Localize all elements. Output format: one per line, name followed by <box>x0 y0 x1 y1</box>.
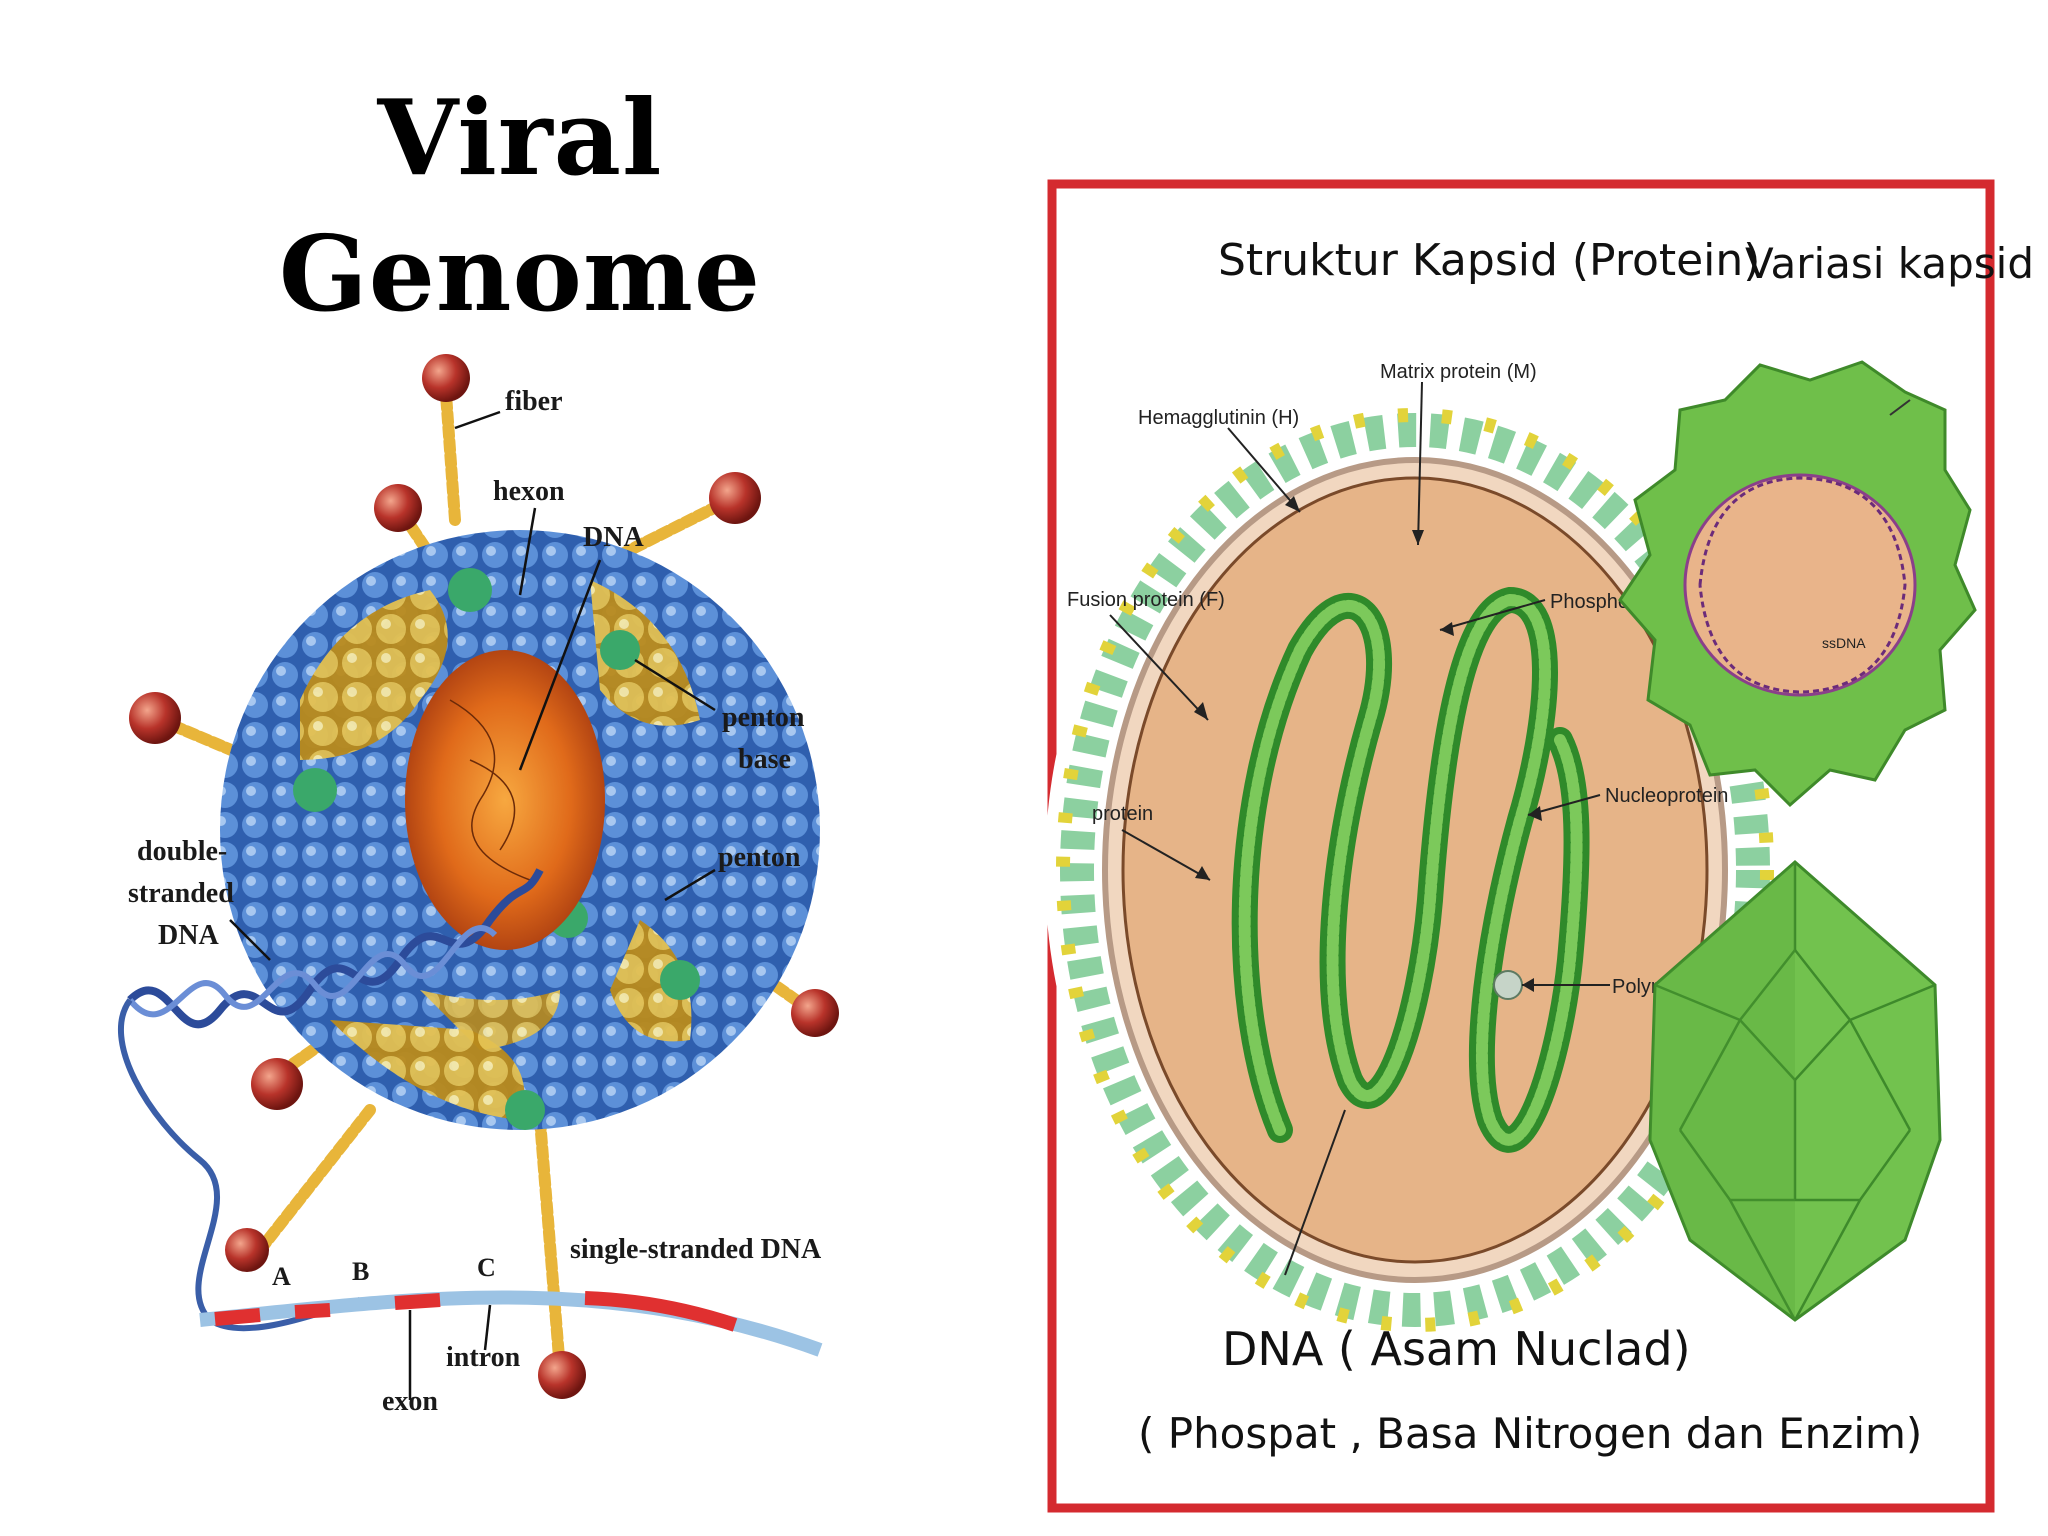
title-line-2: Genome <box>278 212 762 335</box>
title-line-1: Viral <box>377 76 663 199</box>
label-single-stranded-dna: single-stranded DNA <box>570 1234 822 1265</box>
label-ssdna: ssDNA <box>1822 635 1866 651</box>
label-hexon: hexon <box>493 476 565 507</box>
heading-capsid-variation: Variasi kapsid <box>1745 239 2034 288</box>
label-intron: intron <box>446 1342 521 1373</box>
single-stranded-dna <box>199 1290 823 1357</box>
label-penton-base-2: base <box>738 744 791 775</box>
dna-core <box>405 650 605 950</box>
label-fiber: fiber <box>505 386 563 417</box>
label-fusion-protein: Fusion protein (F) <box>1067 589 1225 611</box>
label-penton: penton <box>718 842 801 873</box>
right-leader-arrows <box>1194 496 1542 992</box>
label-a: A <box>272 1262 291 1291</box>
virion-illustration <box>1045 400 1785 1340</box>
page-title: Viral Genome <box>200 70 840 342</box>
footer-dna-components: ( Phospat , Basa Nitrogen dan Enzim) <box>1138 1409 1922 1458</box>
label-double-stranded-3: DNA <box>158 920 219 951</box>
label-matrix-protein: Matrix protein (M) <box>1380 361 1537 383</box>
label-exon: exon <box>382 1386 438 1417</box>
label-c: C <box>477 1253 496 1282</box>
label-penton-base-1: penton <box>722 702 805 733</box>
capsid-structure-panel: Struktur Kapsid (Protein) Variasi kapsid <box>1045 179 2034 1513</box>
label-protein: protein <box>1092 803 1153 825</box>
label-nucleoprotein: Nucleoprotein <box>1605 785 1728 807</box>
left-leader-lines <box>229 410 716 1400</box>
footer-dna-label: DNA ( Asam Nuclad) <box>1222 1322 1691 1376</box>
double-stranded-helix <box>117 868 544 1332</box>
label-double-stranded-1: double- <box>137 836 227 867</box>
label-dna: DNA <box>583 522 644 553</box>
capsid-variant-prolate <box>1648 860 1942 1322</box>
label-hemagglutinin: Hemagglutinin (H) <box>1138 407 1299 429</box>
label-double-stranded-2: stranded <box>128 878 234 909</box>
label-b: B <box>352 1257 369 1286</box>
heading-capsid-structure: Struktur Kapsid (Protein) <box>1218 235 1760 286</box>
capsid-variant-polyhedral: ssDNA <box>1618 360 1977 808</box>
adenovirus-diagram: fiber hexon DNA penton base penton doubl… <box>117 354 839 1417</box>
